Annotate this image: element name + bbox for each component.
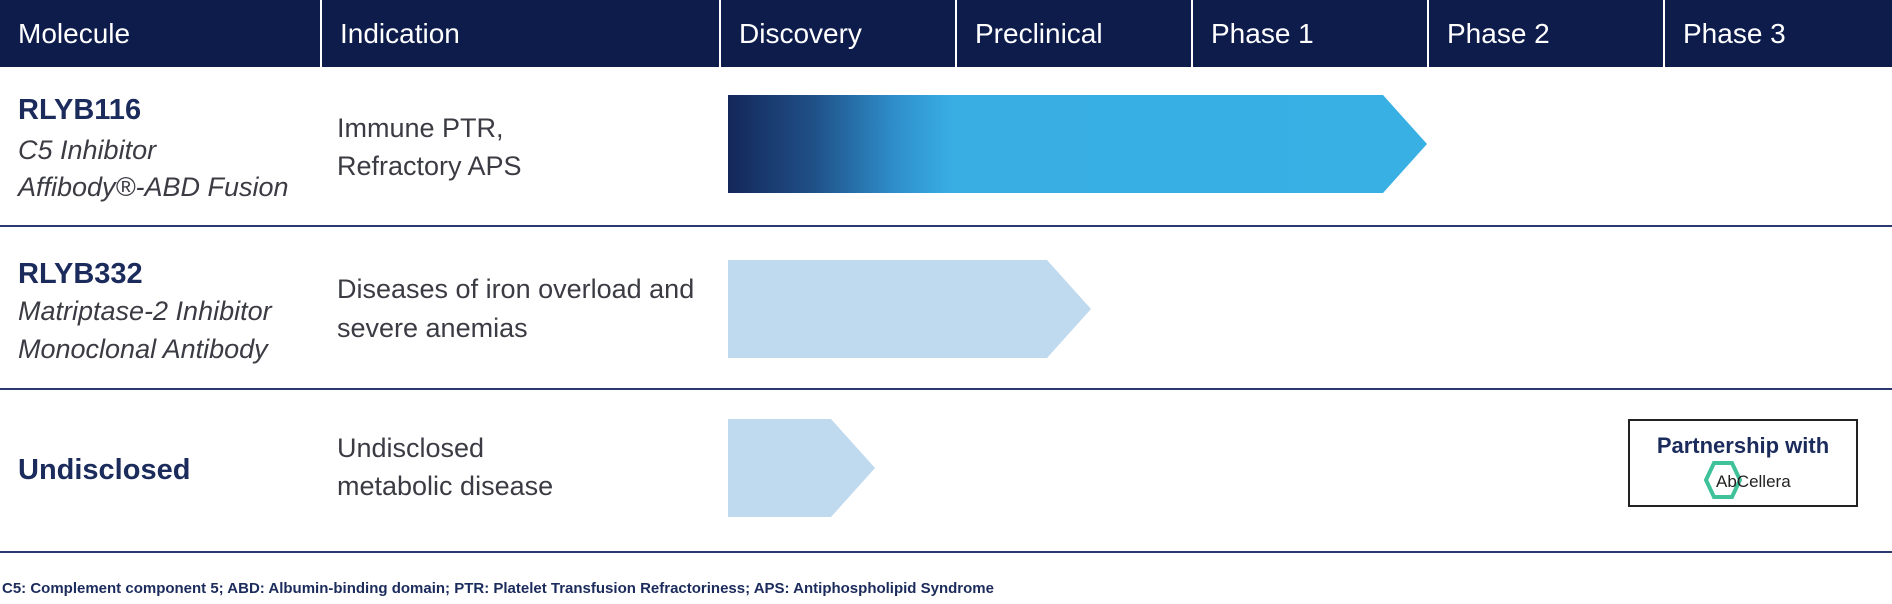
header-molecule: Molecule — [18, 18, 131, 49]
molecule-subtitle: Monoclonal Antibody — [18, 334, 268, 364]
row-divider — [0, 388, 1892, 390]
indication-text: Diseases of iron overload and — [337, 274, 695, 304]
header-discovery: Discovery — [719, 0, 955, 67]
molecule-subtitle: Matriptase-2 Inhibitor — [18, 296, 272, 326]
abcellera-logo-icon — [1703, 461, 1743, 499]
footnote: C5: Complement component 5; ABD: Albumin… — [2, 580, 994, 597]
abcellera-logo-text: AbCellera — [1716, 472, 1791, 491]
progress-arrow-preclinical — [728, 260, 1091, 358]
molecule-name: Undisclosed — [18, 454, 191, 486]
header-indication: Indication — [320, 0, 719, 67]
indication-text: severe anemias — [337, 313, 528, 343]
progress-arrow-phase-1 — [728, 95, 1427, 193]
header-phase-1: Phase 1 — [1191, 0, 1427, 67]
progress-arrow-discovery — [728, 419, 875, 517]
molecule-subtitle: Affibody®-ABD Fusion — [18, 172, 289, 202]
header-phase-2: Phase 2 — [1427, 0, 1663, 67]
row-divider — [0, 225, 1892, 227]
header-preclinical: Preclinical — [955, 0, 1191, 67]
partnership-title: Partnership with — [1656, 433, 1830, 458]
indication-text: Undisclosed — [337, 433, 485, 463]
header-phase-3: Phase 3 — [1663, 0, 1892, 67]
molecule-name: RLYB332 — [18, 258, 143, 290]
indication-text: metabolic disease — [337, 471, 554, 501]
indication-text: Refractory APS — [337, 151, 522, 181]
molecule-name: RLYB116 — [18, 94, 142, 126]
partnership-box: Partnership with — [1628, 419, 1858, 507]
molecule-subtitle: C5 Inhibitor — [18, 135, 157, 165]
row-divider — [0, 551, 1892, 553]
indication-text: Immune PTR, — [337, 113, 504, 143]
pipeline-header: Molecule Indication Discovery Preclinica… — [0, 0, 1892, 67]
